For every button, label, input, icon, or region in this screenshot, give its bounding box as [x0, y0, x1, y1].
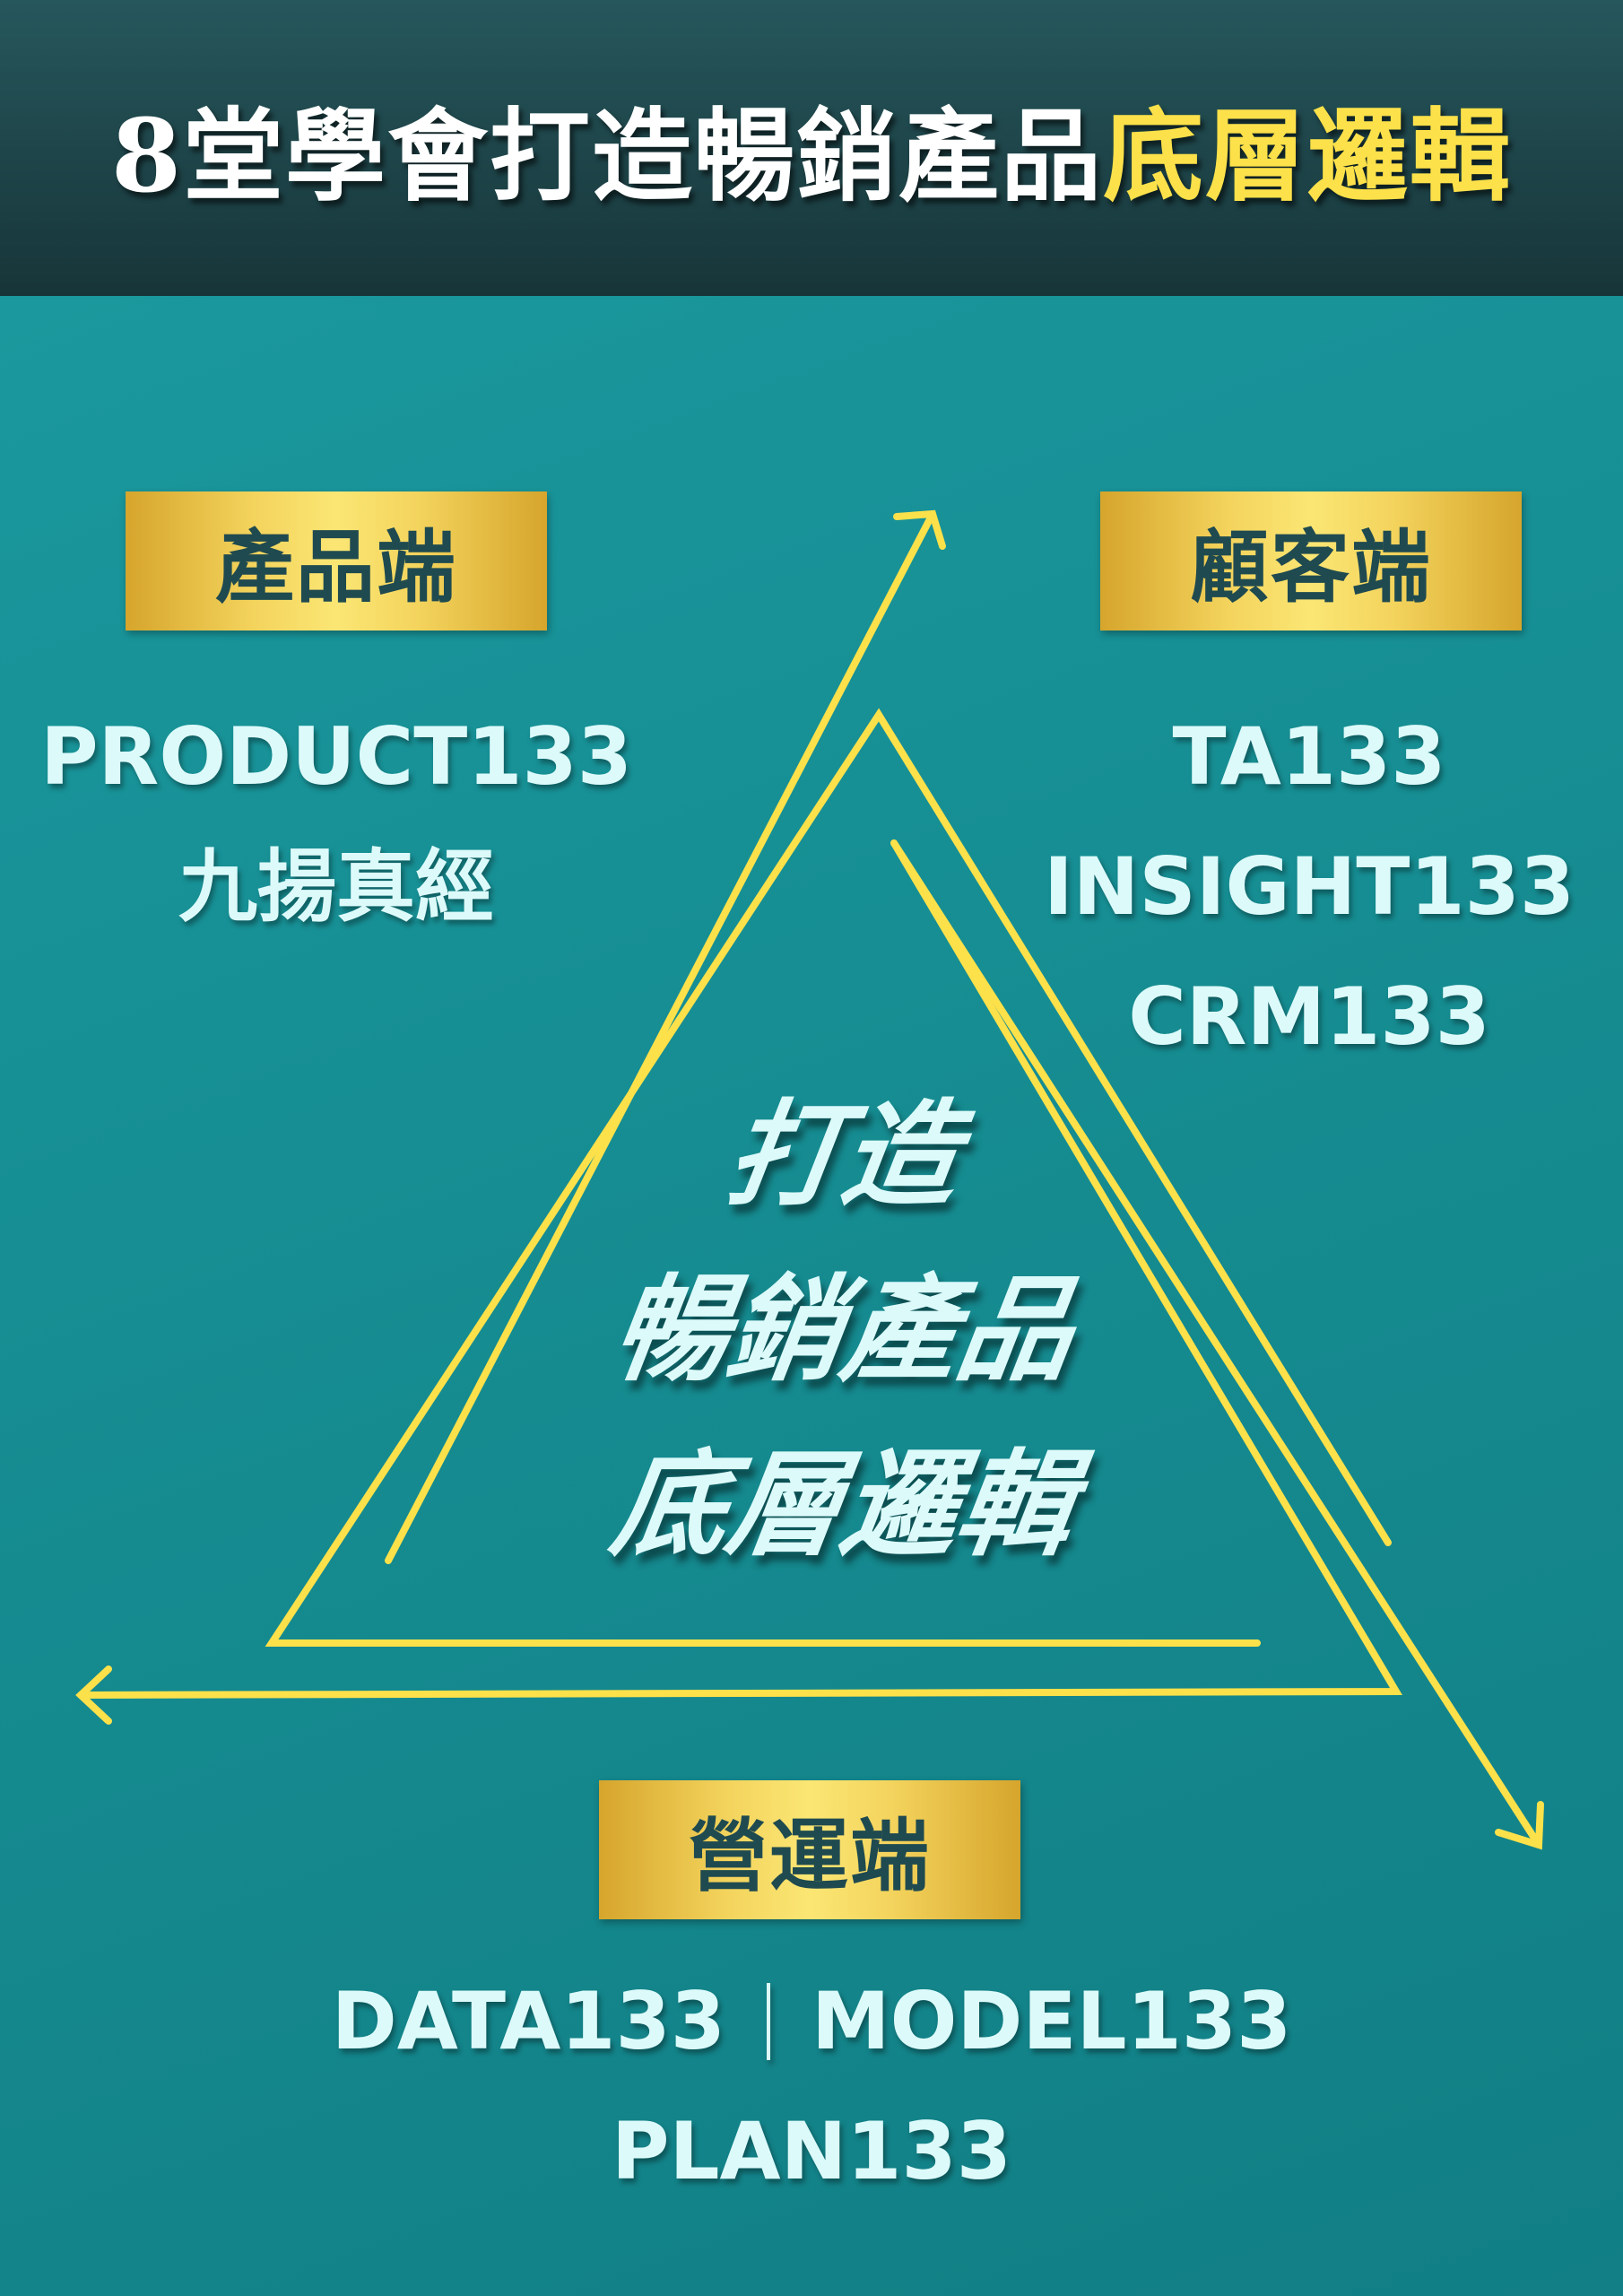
- product-course-1: PRODUCT133: [40, 710, 632, 803]
- page-title: 8堂學會打造暢銷產品底層邏輯: [111, 75, 1512, 221]
- title-main: 8堂學會打造暢銷產品: [111, 98, 1103, 215]
- center-line-3: 底層邏輯: [603, 1439, 1082, 1572]
- operation-course-3: PLAN133: [611, 2105, 1011, 2197]
- product-course-2: 九揚真經: [178, 840, 494, 933]
- arrow-head-up: [893, 509, 946, 550]
- arrow-head-left: [75, 1665, 112, 1725]
- outer-right-line: [77, 839, 1403, 1699]
- operation-course-1: DATA133: [331, 1975, 725, 2067]
- center-line-1: 打造: [718, 1089, 968, 1222]
- header-bar: 8堂學會打造暢銷產品底層邏輯: [0, 0, 1623, 296]
- operation-badge: 營運端: [599, 1780, 1020, 1919]
- customer-badge: 顧客端: [1100, 491, 1522, 631]
- inner-triangle-line: [265, 708, 1392, 1647]
- customer-label: 顧客端: [1189, 521, 1432, 613]
- center-line-2: 暢銷產品: [603, 1264, 1082, 1397]
- outer-down-right-line: [1388, 1692, 1539, 1845]
- product-label: 產品端: [214, 521, 457, 613]
- arrow-head-down: [1495, 1801, 1544, 1850]
- customer-course-3: CRM133: [1128, 970, 1490, 1063]
- outer-descending-line: [890, 839, 1542, 1848]
- operation-course-2: MODEL133: [812, 1975, 1292, 2067]
- course-divider: [767, 1983, 770, 2061]
- title-highlight: 底層邏輯: [1102, 98, 1512, 215]
- product-badge: 產品端: [126, 491, 547, 631]
- operation-label: 營運端: [688, 1810, 931, 1902]
- customer-course-1: TA133: [1172, 710, 1446, 803]
- outer-arrow-down-line: [1387, 1543, 1539, 1845]
- outer-arrow-up-line: [385, 510, 936, 1564]
- customer-course-2: INSIGHT133: [1043, 840, 1575, 933]
